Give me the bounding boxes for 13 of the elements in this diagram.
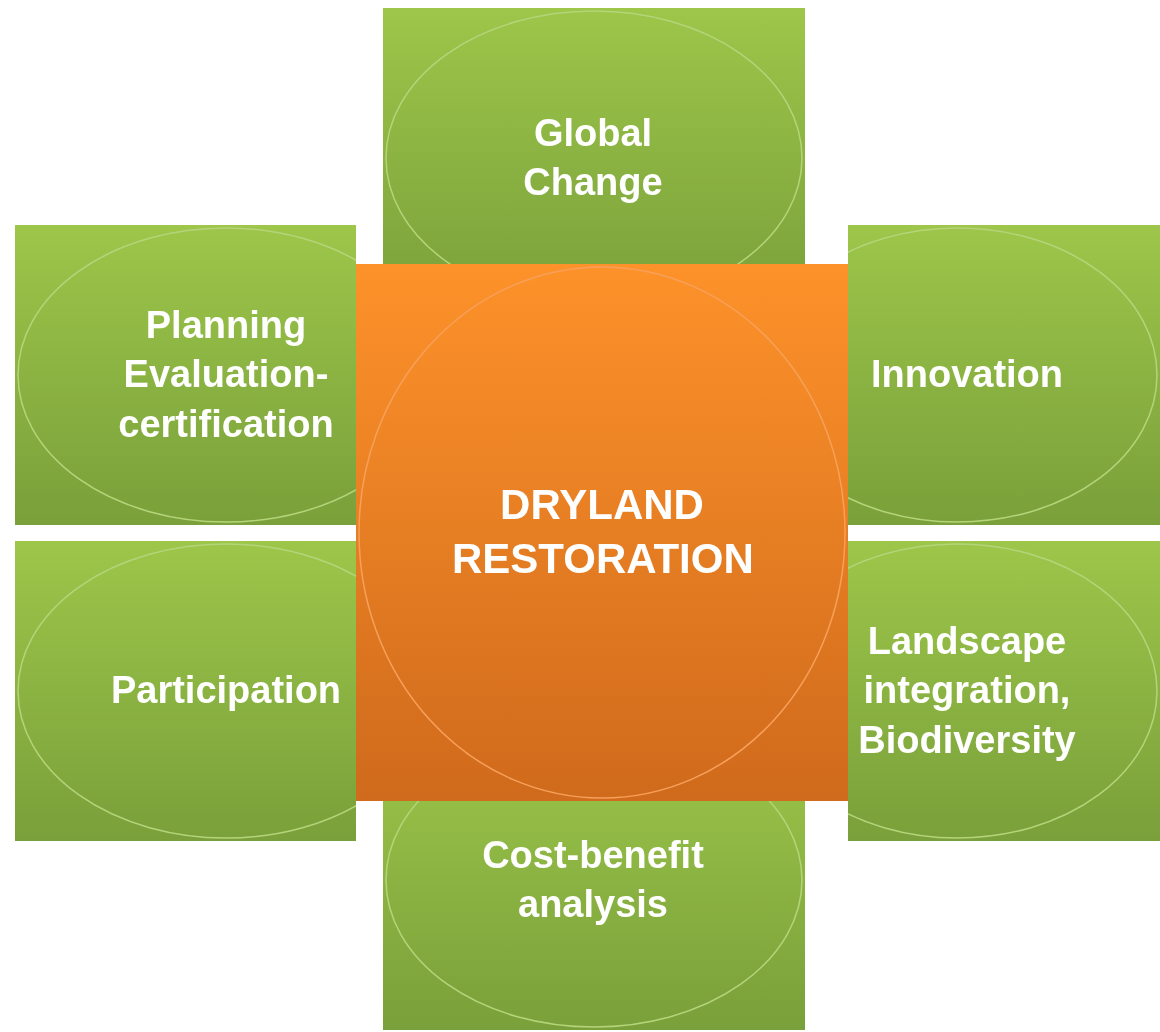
central-title: DRYLAND RESTORATION [452,479,752,585]
topic-label: Global Change [522,110,664,205]
topic-box [383,8,805,264]
topic-label: Cost-benefit analysis [481,832,705,927]
topic-box [848,225,1160,525]
topic-box [848,541,1160,841]
topic-box [383,801,805,1030]
topic-label: Planning Evaluation-certification [117,302,335,447]
topic-label: Innovation [869,352,1065,398]
topic-box [15,541,356,841]
topic-label: Landscape integration, Biodiversity [857,618,1077,763]
topic-label: Participation [109,668,343,714]
topic-box [15,225,356,525]
